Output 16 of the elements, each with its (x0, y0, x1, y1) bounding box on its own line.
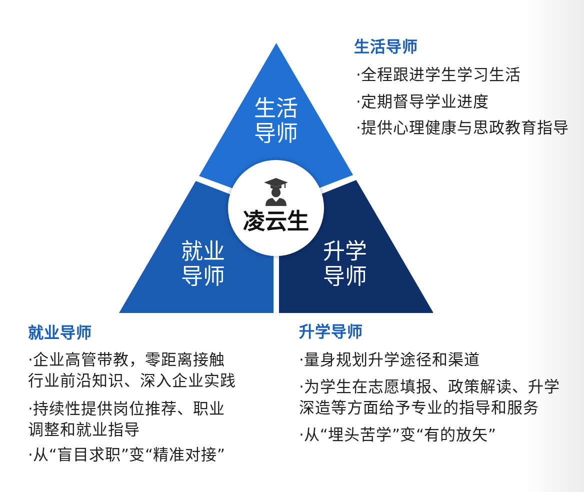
bullet-text: ·从“埋头苦学”变“有的放矢” (299, 424, 496, 446)
section-heading: 升学导师 (299, 322, 363, 342)
bullet-text: ·企业高管带教，零距离接触行业前沿知识、深入企业实践 (28, 350, 237, 392)
bullet-text: ·定期督导学业进度 (356, 92, 489, 112)
segment-label: 升学导师 (322, 240, 368, 290)
bullet-text: ·持续性提供岗位推荐、职业调整和就业指导 (28, 398, 226, 440)
bullet-text: ·量身规划升学途径和渠道 (299, 350, 480, 370)
center-label: 凌云生 (243, 210, 309, 236)
segment-label: 就业导师 (180, 240, 226, 290)
section-heading: 生活导师 (354, 37, 418, 58)
segment-label: 生活导师 (252, 97, 299, 147)
bullet-text: ·提供心理健康与思政教育指导 (356, 118, 569, 138)
bullet-text: ·全程跟进学生学习生活 (356, 64, 521, 86)
bullet-text: ·从“盲目求职”变“精准对接” (28, 444, 226, 466)
bullet-text: ·为学生在志愿填报、政策解读、升学深造等方面给予专业的指导和服务 (299, 376, 561, 418)
section-heading: 就业导师 (28, 322, 92, 344)
